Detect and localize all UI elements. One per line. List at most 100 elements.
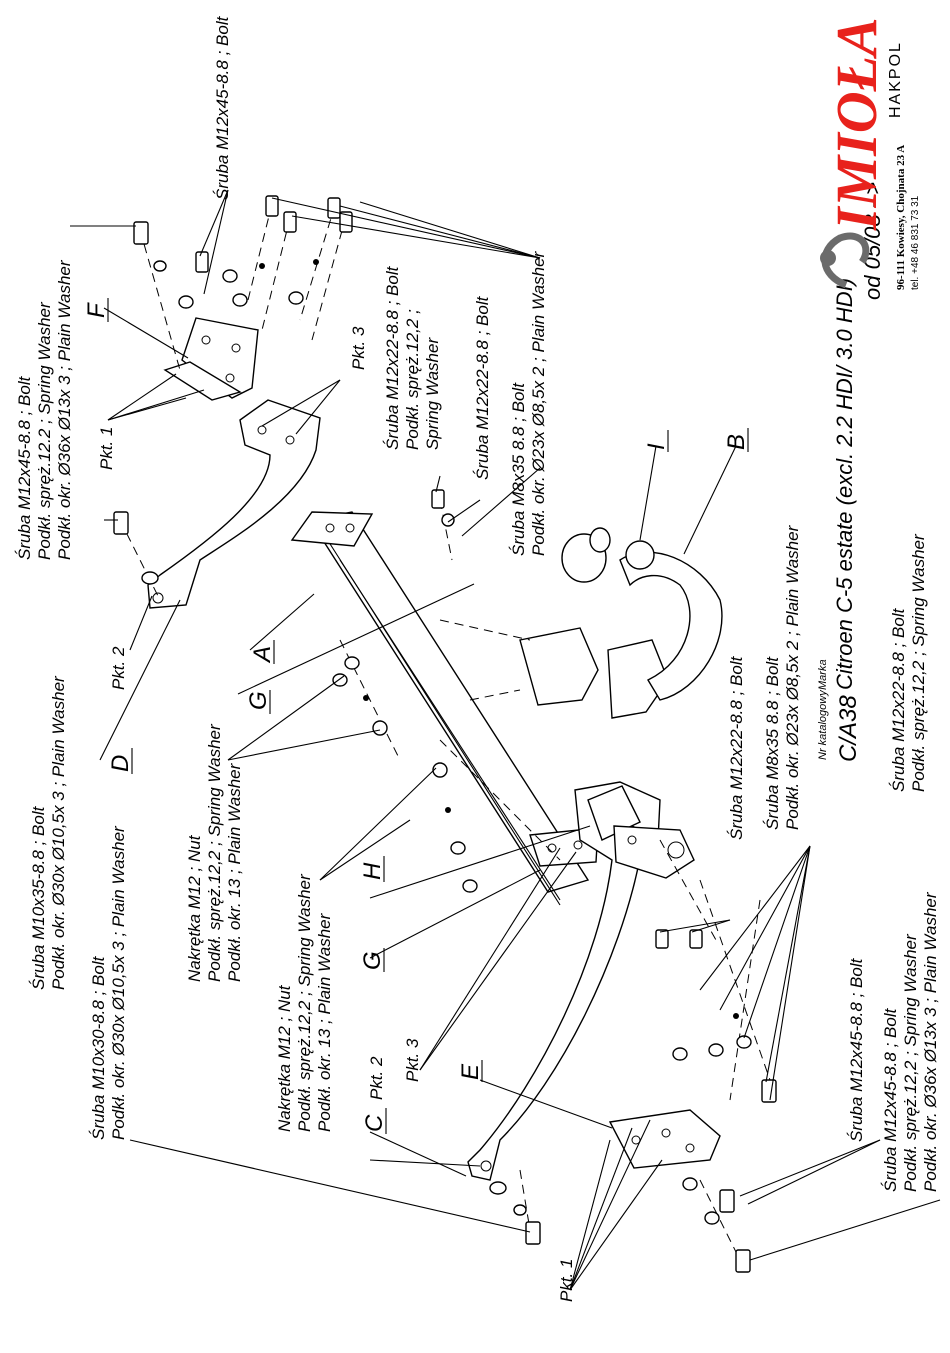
logo-subtext: HAKPOL xyxy=(887,41,904,118)
leader-lines xyxy=(70,189,941,1291)
car-model: Citroen C-5 estate (excl. 2.2 HDI/ 3.0 H… xyxy=(832,278,857,690)
svg-text:Pkt. 3: Pkt. 3 xyxy=(403,1038,422,1082)
label-m12x22-spring-l3: Spring Washer xyxy=(423,337,442,450)
label-nut-b-l3: Podkł. okr. 13 ; Plain Washer xyxy=(315,912,334,1132)
label-m8x35-lower-l1: Śruba M8x35 8.8 ; Bolt xyxy=(763,656,782,830)
svg-text:Podkł. okr. Ø23x Ø8,5x 2 ; Pl: Podkł. okr. Ø23x Ø8,5x 2 ; Plain Washer xyxy=(529,250,548,556)
crossbar-a xyxy=(290,511,599,906)
svg-text:D: D xyxy=(107,755,134,772)
svg-text:Pkt. 1: Pkt. 1 xyxy=(557,1259,576,1302)
svg-text:Podkł. spręż.12,2 ; Spring Was: Podkł. spręż.12,2 ; Spring Washer xyxy=(909,533,928,792)
label-m10x35-l2: Podkł. okr. Ø30x Ø10,5x 3 ; Plain Washer xyxy=(49,675,68,990)
label-m10x30-l1: Śruba M10x30-8.8 ; Bolt xyxy=(89,955,108,1140)
pkt1-bottom: Pkt. 1 xyxy=(557,1259,576,1302)
svg-text:Citroen C-5 estate (excl. 2.2: Citroen C-5 estate (excl. 2.2 HDI/ 3.0 H… xyxy=(832,278,857,690)
label-m12x45-top-left-l2: Podkł. spręż.12.2 ; Spring Washer xyxy=(35,301,54,560)
svg-text:Pkt. 1: Pkt. 1 xyxy=(97,427,116,470)
svg-text:Podkł. spręż.12.2 ; Spring Was: Podkł. spręż.12.2 ; Spring Washer xyxy=(35,301,54,560)
side-bracket-f-d xyxy=(147,317,321,609)
svg-text:Podkł. okr. 13 ; Plain Washer: Podkł. okr. 13 ; Plain Washer xyxy=(315,912,334,1132)
svg-text:Podkł. spręż.12,2 ;: Podkł. spręż.12,2 ; xyxy=(403,309,422,450)
svg-text:Nakrętka M12 ; Nut: Nakrętka M12 ; Nut xyxy=(275,984,294,1132)
svg-text:Śruba M10x35-8.8 ; Bolt: Śruba M10x35-8.8 ; Bolt xyxy=(29,805,48,990)
label-m12x45-top-left-l3: Podkł. okr. Ø36x Ø13x 3 ; Plain Washer xyxy=(55,259,74,560)
label-m12x45-top-left: Śruba M12x45-8.8 ; Bolt xyxy=(15,375,34,560)
catalog-label: Nr katalogowy xyxy=(817,689,829,760)
svg-text:Podkł. okr. Ø36x Ø13x 3 ; Pla: Podkł. okr. Ø36x Ø13x 3 ; Plain Washer xyxy=(921,891,940,1192)
part-letter-e: E xyxy=(457,1063,484,1080)
svg-text:Nakrętka M12 ; Nut: Nakrętka M12 ; Nut xyxy=(185,834,204,982)
svg-text:Spring Washer: Spring Washer xyxy=(423,337,442,450)
label-m10x35-l1: Śruba M10x35-8.8 ; Bolt xyxy=(29,805,48,990)
company-logo: IMIOŁA HAKPOL 96-111 Kowiesy, Chojnata 2… xyxy=(820,17,921,290)
part-letter-g-top: G xyxy=(245,691,272,710)
svg-text:Śruba M12x22-8.8 ; Bolt: Śruba M12x22-8.8 ; Bolt xyxy=(889,607,908,792)
svg-text:Marka: Marka xyxy=(817,659,829,690)
svg-text:Podkł. okr. Ø30x Ø10,5x 3 ; P: Podkł. okr. Ø30x Ø10,5x 3 ; Plain Washer xyxy=(109,825,128,1140)
label-m12x45-bottom-right-l1: Śruba M12x45-8.8 ; Bolt xyxy=(881,1007,900,1192)
svg-text:Śruba M12x22-8.8 ; Bolt: Śruba M12x22-8.8 ; Bolt xyxy=(727,655,746,840)
socket-plate-h xyxy=(587,785,695,879)
svg-text:Śruba M12x22-8.8 ; Bolt: Śruba M12x22-8.8 ; Bolt xyxy=(473,295,492,480)
svg-text:Śruba M10x30-8.8 ; Bolt: Śruba M10x30-8.8 ; Bolt xyxy=(89,955,108,1140)
svg-text:A: A xyxy=(249,646,276,664)
label-m10x30-l2: Podkł. okr. Ø30x Ø10,5x 3 ; Plain Washer xyxy=(109,825,128,1140)
svg-text:Śruba M12x45-8.8 ; Bolt: Śruba M12x45-8.8 ; Bolt xyxy=(847,957,866,1142)
svg-text:Podkł. spręż.12,2 ; Spring Was: Podkł. spręż.12,2 ; Spring Washer xyxy=(901,933,920,1192)
company-phone: tel. +48 46 831 73 31 xyxy=(910,195,921,290)
label-m8x35-top-l2: Podkł. okr. Ø23x Ø8,5x 2 ; Plain Washer xyxy=(529,250,548,556)
svg-text:Śruba M12x45-8.8 ; Bolt: Śruba M12x45-8.8 ; Bolt xyxy=(881,1007,900,1192)
label-m12x22-spring-l1: Śruba M12x22-8.8 ; Bolt xyxy=(383,265,402,450)
svg-text:Podkł. spręż.12,2 ; Spring Was: Podkł. spręż.12,2 ; Spring Washer xyxy=(205,723,224,982)
part-letter-f: F xyxy=(83,302,110,318)
catalog-number: C/A38 xyxy=(835,695,862,762)
label-m12x45-bottom-right-l2: Podkł. spręż.12,2 ; Spring Washer xyxy=(901,933,920,1192)
pkt2-top: Pkt. 2 xyxy=(109,646,128,690)
label-nut-a-l2: Podkł. spręż.12,2 ; Spring Washer xyxy=(205,723,224,982)
swoosh-icon xyxy=(821,232,870,289)
part-letter-h: H xyxy=(359,862,386,880)
svg-text:H: H xyxy=(359,862,386,880)
label-m12x45-bottom-right-l3: Podkł. okr. Ø36x Ø13x 3 ; Plain Washer xyxy=(921,891,940,1192)
svg-text:Pkt. 2: Pkt. 2 xyxy=(109,646,128,690)
label-m12x22-lower: Śruba M12x22-8.8 ; Bolt xyxy=(727,655,746,840)
label-nut-b-l1: Nakrętka M12 ; Nut xyxy=(275,984,294,1132)
label-nut-a-l1: Nakrętka M12 ; Nut xyxy=(185,834,204,982)
label-m8x35-top-l1: Śruba M8x35 8.8 ; Bolt xyxy=(509,382,528,556)
part-letter-i: I xyxy=(643,443,670,450)
pkt2-bottom: Pkt. 2 xyxy=(367,1056,386,1100)
part-letter-b: B xyxy=(723,434,750,450)
part-letter-a: A xyxy=(249,646,276,664)
hardware xyxy=(113,195,777,1273)
svg-text:Podkł. spręż.12,2 ; Spring Was: Podkł. spręż.12,2 ; Spring Washer xyxy=(295,873,314,1132)
svg-text:Pkt. 3: Pkt. 3 xyxy=(349,326,368,370)
svg-text:F: F xyxy=(83,302,110,318)
svg-text:Nr katalogowy: Nr katalogowy xyxy=(817,689,829,760)
label-m12x22-spring-l2: Podkł. spręż.12,2 ; xyxy=(403,309,422,450)
svg-text:Podkł. okr. Ø30x Ø10,5x 3 ; P: Podkł. okr. Ø30x Ø10,5x 3 ; Plain Washer xyxy=(49,675,68,990)
label-m12x22-mid: Śruba M12x22-8.8 ; Bolt xyxy=(473,295,492,480)
logo-text: IMIOŁA xyxy=(824,17,889,231)
svg-text:Podkł. okr. Ø36x Ø13x 3 ; Pla: Podkł. okr. Ø36x Ø13x 3 ; Plain Washer xyxy=(55,259,74,560)
svg-text:B: B xyxy=(723,434,750,450)
letter-underlines xyxy=(107,298,749,1134)
part-letter-g-bottom: G xyxy=(359,951,386,970)
svg-text:I: I xyxy=(643,443,670,450)
svg-text:Śruba M12x45-8.8 ; Bolt: Śruba M12x45-8.8 ; Bolt xyxy=(15,375,34,560)
company-address: 96-111 Kowiesy, Chojnata 23 A xyxy=(895,145,907,290)
svg-text:Podkł. okr. 13 ; Plain Washer: Podkł. okr. 13 ; Plain Washer xyxy=(225,762,244,982)
info-m12x22-l1: Śruba M12x22-8.8 ; Bolt xyxy=(889,607,908,792)
pkt3-bottom: Pkt. 3 xyxy=(403,1038,422,1082)
part-letter-c: C xyxy=(361,1114,388,1132)
svg-text:G: G xyxy=(359,951,386,970)
svg-text:C/A38: C/A38 xyxy=(835,695,862,762)
pkt1-top: Pkt. 1 xyxy=(97,427,116,470)
label-m12x45-bottom-mid: Śruba M12x45-8.8 ; Bolt xyxy=(847,957,866,1142)
info-m12x22-l2: Podkł. spręż.12,2 ; Spring Washer xyxy=(909,533,928,792)
label-m8x35-lower-l2: Podkł. okr. Ø23x Ø8,5x 2 ; Plain Washer xyxy=(783,524,802,830)
tow-ball-icon xyxy=(820,250,836,266)
label-m12x45-top-right: Śruba M12x45-8.8 ; Bolt xyxy=(213,15,232,200)
svg-text:G: G xyxy=(245,691,272,710)
brand-label: Marka xyxy=(817,659,829,690)
